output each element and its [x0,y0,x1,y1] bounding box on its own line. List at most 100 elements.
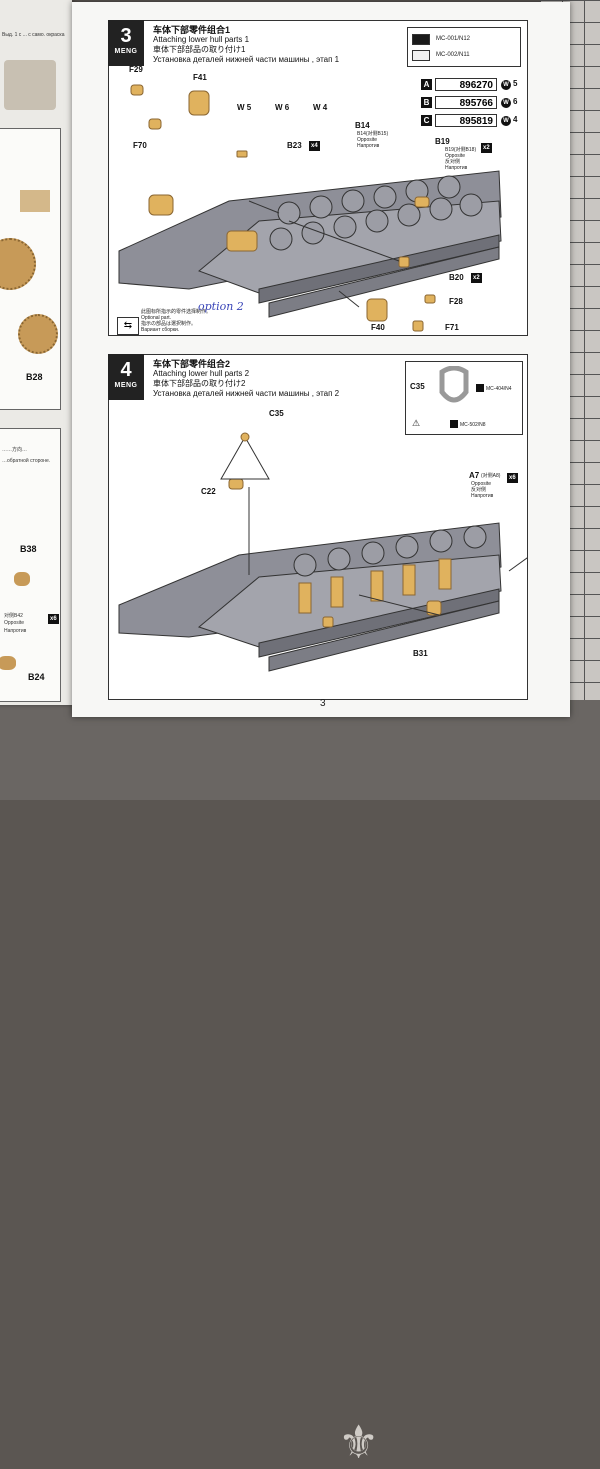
code-letter-a: A [421,79,432,90]
part-b24-image [0,656,16,670]
page-number: 3 [320,698,326,709]
part-label-b23: B23 [287,141,302,150]
optional-note-en: Optional part. [141,315,172,321]
paint-swatch-white [412,50,430,61]
qty-x6: x6 [48,614,59,624]
step-number: 3 [120,25,132,47]
optional-note-ru: Вариант сборки. [141,327,180,333]
left-page-text: Выд. 1 с ... с само. окраска [2,32,65,38]
wheel-count: 6 [513,97,518,106]
wheel-marker-w4: W 4 [313,103,328,112]
paint-swatch [450,420,458,428]
code-number-b: 895766 [435,96,497,109]
step-number-badge: 3 MENG [108,20,144,66]
b14-opposite-ru: Напротив [357,143,380,149]
left-page-illustration [4,60,56,110]
paint-code-1: MC-001/N12 [436,36,471,42]
paint-code-2: MC-002/N11 [436,52,470,58]
b14-opposite-en: Opposite [357,137,378,143]
part-label-b28: B28 [26,372,43,382]
optional-note-jp: 指示の部品は選択制作。 [141,321,197,327]
part-label-b14: B14 [355,121,370,130]
part-label-b20: B20 [449,273,464,282]
step-3-panel: 3 MENG 车体下部零件组合1 Attaching lower hull pa… [108,20,528,336]
brand-logo: MENG [114,382,138,389]
code-number-a: 896270 [435,78,497,91]
title-ru: Установка деталей нижней части машины , … [153,389,340,398]
optional-note-zh: 此图标所指示的零件选择制作。 [141,309,212,315]
optional-part-icon: ⇆ [117,317,139,335]
a7-opposite-ru: Напротив [471,493,494,499]
code-letter-c: C [421,115,432,126]
part-label-b19: B19 [435,137,450,146]
c35-detail-callout: C35 MC-404/N4 ⚠ MC-502/N8 [405,361,523,435]
part-label-c22: C22 [201,487,216,496]
part-label-b24: B24 [28,672,45,682]
instruction-page: 3 MENG 车体下部零件组合1 Attaching lower hull pa… [72,2,570,717]
wheel-icon: W [501,80,511,90]
callout-part-c35: C35 [410,382,425,391]
part-label-a7: A7 [469,471,480,480]
paint-swatch-black [412,34,430,45]
a7-opposite-zh2: 反对侧 [471,487,487,493]
qty-b19: x2 [481,143,492,153]
step-title: 车体下部零件组合1 Attaching lower hull parts 1 車… [153,25,339,65]
left-page: Выд. 1 с ... с само. окраска B28 ……方向… …… [0,0,72,705]
title-en: Attaching lower hull parts 1 [153,35,250,44]
hull-assembly-drawing [118,84,502,332]
shackle-drawing [439,366,469,403]
callout-paint-1: MC-404/N4 [486,386,512,392]
title-jp: 車体下部部品の取り付け2 [153,379,246,388]
paint-legend: MC-001/N12 MC-002/N11 [407,27,521,67]
wheel-icon: W [501,116,511,126]
a7-opposite-en: Opposite [471,481,492,487]
opposite-ru: Напротив [4,628,27,634]
step-4-panel: 4 MENG 车体下部零件组合2 Attaching lower hull pa… [108,354,528,700]
a7-opposite-zh: (对侧A8) [481,473,501,479]
b19-opposite-ru: Напротив [445,165,468,171]
part-label-f41: F41 [193,73,207,82]
sprocket-image [18,314,58,354]
part-label-b38: B38 [20,544,37,554]
wheel-marker-w5: W 5 [237,103,252,112]
b19-opposite-zh2: 反对侧 [445,159,461,165]
b19-opposite-en: Opposite [445,153,466,159]
part-label-f29: F29 [129,65,143,74]
wheel-icon: W [501,98,511,108]
qty-b23: x4 [309,141,320,151]
opposite-en: Opposite [4,620,25,626]
left-page-text-2: ……方向… [2,447,28,453]
code-number-c: 895819 [435,114,497,127]
step-number-badge: 4 MENG [108,354,144,400]
left-page-part-image [20,190,50,212]
title-ru: Установка деталей нижней части машины , … [153,55,340,64]
wheel-marker-w6: W 6 [275,103,290,112]
paint-swatch [476,384,484,392]
qty-b20: x2 [471,273,482,283]
part-label-f40: F40 [371,323,385,332]
title-zh: 车体下部零件组合2 [153,359,231,369]
qty-a7: x6 [507,473,518,483]
left-page-text-3: …обратной стороне. [2,458,51,464]
b14-opposite-zh: B14(对侧B15) [357,131,389,137]
title-zh: 车体下部零件组合1 [153,25,231,35]
step-number: 4 [120,359,132,381]
part-label-f71: F71 [445,323,459,332]
title-jp: 車体下部部品の取り付け1 [153,45,246,54]
step-title: 车体下部零件组合2 Attaching lower hull parts 2 車… [153,359,339,399]
part-label-b31: B31 [413,649,428,658]
hull-assembly-drawing-2 [118,432,527,672]
fleur-de-lis-motif: ⚜ [338,1415,380,1469]
part-label-f28: F28 [449,297,463,306]
warning-icon: ⚠ [412,418,421,428]
part-b38-image [14,572,30,586]
title-en: Attaching lower hull parts 2 [153,369,250,378]
wheel-count: 4 [513,115,518,124]
callout-paint-2: MC-502/N8 [460,422,486,428]
b19-opposite-zh: B19(对侧B18) [445,147,477,153]
handwritten-note: option 2 [198,300,244,313]
part-b42-opposite: 对侧B42 [4,613,23,619]
wheel-count: 5 [513,79,518,88]
brand-logo: MENG [114,48,138,55]
part-label-f70: F70 [133,141,147,150]
